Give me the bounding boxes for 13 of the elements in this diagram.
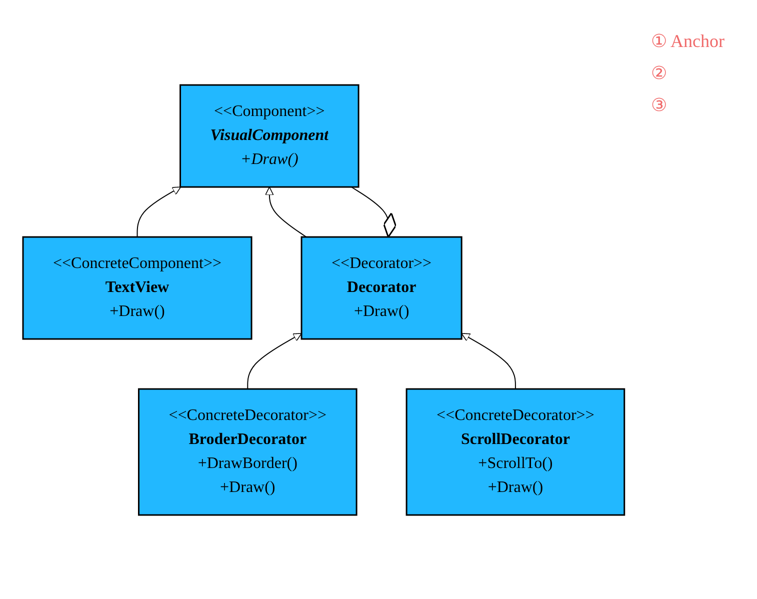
node-box: <<ConcreteDecorator>> ScrollDecorator +ScrollTo() +Draw(): [406, 388, 625, 516]
arrow: [136, 186, 181, 237]
arrow: [264, 186, 307, 237]
callout-number: ③: [651, 94, 668, 116]
arrow: [246, 332, 302, 389]
callout-number: ②: [651, 62, 668, 84]
connector: [350, 186, 396, 238]
callout-number: ① Anchor: [651, 30, 726, 52]
node-box: <<ConcreteDecorator>> BroderDecorator +DrawBorder() +Draw(): [138, 388, 358, 516]
arrow: [461, 332, 516, 389]
node-box: <<Decorator>> Decorator +Draw(): [300, 236, 462, 340]
node-box: <<Component>> VisualComponent +Draw(): [179, 84, 360, 188]
node-box: <<ConcreteComponent>> TextView +Draw(): [22, 236, 252, 340]
